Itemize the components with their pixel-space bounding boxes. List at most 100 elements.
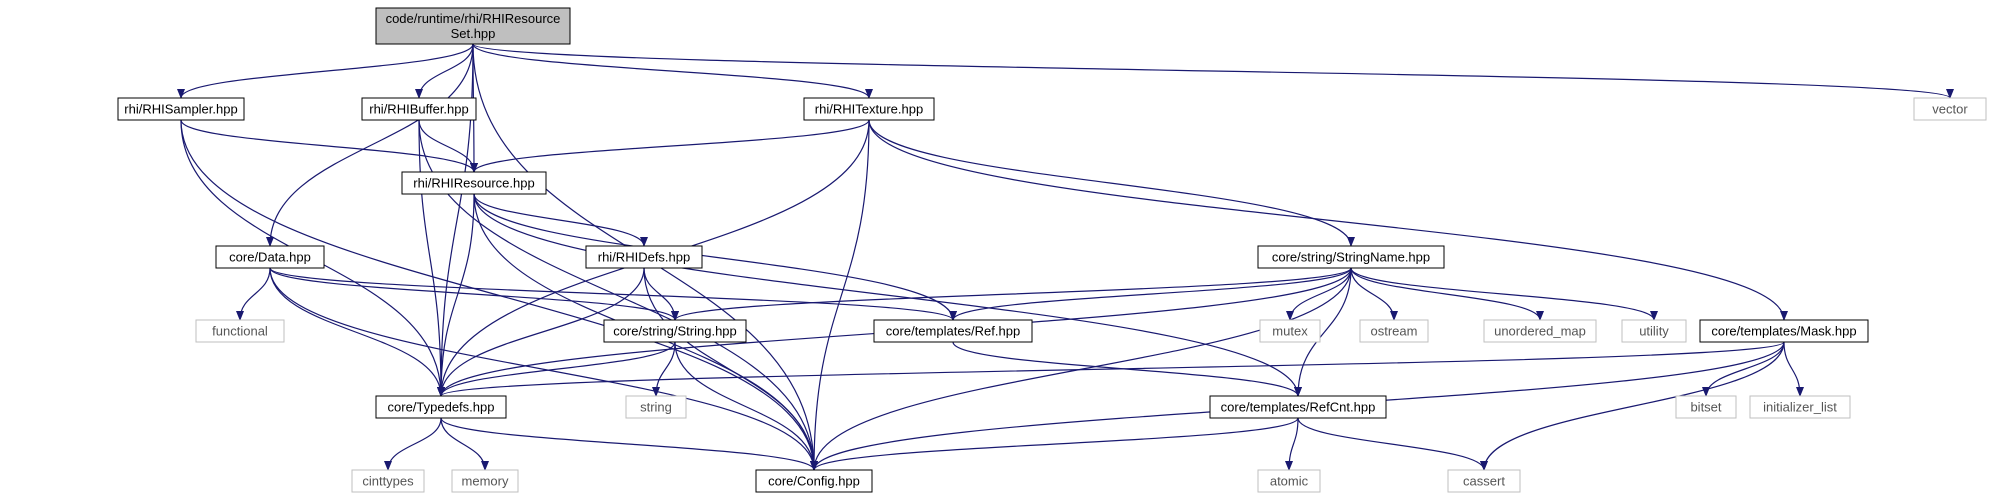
edge-resource-to-typedefs xyxy=(437,193,475,397)
edge-data-to-config xyxy=(269,267,818,471)
edge-refcnt-to-cassert xyxy=(1297,417,1488,471)
edge-mask-to-cassert xyxy=(1480,341,1785,471)
node-box xyxy=(1675,395,1737,419)
node-box xyxy=(1749,395,1851,419)
node-mask[interactable]: core/templates/Mask.hpp xyxy=(1699,319,1869,343)
node-label: rhi/RHIResource.hpp xyxy=(413,176,534,191)
node-cinttypes: cinttypes xyxy=(351,469,425,493)
edge-root-to-sampler xyxy=(177,43,474,99)
node-box xyxy=(585,245,703,269)
node-box xyxy=(361,97,477,121)
edge-texture-to-resource xyxy=(470,119,870,173)
node-label: core/string/StringName.hpp xyxy=(1272,250,1430,265)
node-texture[interactable]: rhi/RHITexture.hpp xyxy=(803,97,935,121)
edge-stringname-to-ostream xyxy=(1350,267,1398,321)
node-buffer[interactable]: rhi/RHIBuffer.hpp xyxy=(361,97,477,121)
edge-texture-to-mask xyxy=(868,119,1788,321)
node-box xyxy=(1621,319,1687,343)
node-box xyxy=(625,395,687,419)
node-typedefs[interactable]: core/Typedefs.hpp xyxy=(375,395,507,419)
edge-root-to-texture xyxy=(472,43,873,99)
node-data[interactable]: core/Data.hpp xyxy=(215,245,325,269)
node-box xyxy=(803,97,935,121)
edge-mask-to-bitset xyxy=(1702,341,1785,397)
node-label: rhi/RHITexture.hpp xyxy=(815,102,923,117)
node-refcnt[interactable]: core/templates/RefCnt.hpp xyxy=(1209,395,1387,419)
node-box xyxy=(603,319,747,343)
edge-mask-to-typedefs xyxy=(437,341,1785,397)
node-box xyxy=(1699,319,1869,343)
node-box xyxy=(375,7,571,45)
node-label: Set.hpp xyxy=(451,26,496,41)
node-functional: functional xyxy=(195,319,285,343)
node-utility: utility xyxy=(1621,319,1687,343)
node-defs[interactable]: rhi/RHIDefs.hpp xyxy=(585,245,703,269)
node-label: string xyxy=(640,400,672,415)
node-box xyxy=(1913,97,1987,121)
node-label: core/Typedefs.hpp xyxy=(388,400,495,415)
node-label: mutex xyxy=(1272,324,1308,339)
edge-texture-to-stringname xyxy=(868,119,1355,247)
edge-root-to-vector xyxy=(472,43,1954,99)
edge-stringname-to-string_hpp xyxy=(671,267,1352,321)
edges-layer xyxy=(177,43,1954,471)
node-cassert: cassert xyxy=(1447,469,1521,493)
node-label: cinttypes xyxy=(362,474,414,489)
node-label: rhi/RHIBuffer.hpp xyxy=(369,102,468,117)
node-ref[interactable]: core/templates/Ref.hpp xyxy=(873,319,1033,343)
edge-typedefs-to-memory xyxy=(440,417,489,471)
node-label: vector xyxy=(1932,102,1968,117)
edge-sampler-to-config xyxy=(180,119,818,471)
node-sampler[interactable]: rhi/RHISampler.hpp xyxy=(117,97,245,121)
edge-stringname-to-config xyxy=(810,267,1352,471)
node-atomic: atomic xyxy=(1257,469,1321,493)
edge-texture-to-config xyxy=(810,119,870,471)
edge-defs-to-typedefs xyxy=(437,267,645,397)
edge-string_hpp-to-config xyxy=(674,341,818,471)
node-box xyxy=(1257,245,1445,269)
node-label: atomic xyxy=(1270,474,1309,489)
node-mutex: mutex xyxy=(1259,319,1321,343)
node-label: core/Config.hpp xyxy=(768,474,860,489)
edge-buffer-to-typedefs xyxy=(418,119,445,397)
edge-stringname-to-utility xyxy=(1350,267,1658,321)
edge-refcnt-to-atomic xyxy=(1285,417,1299,471)
node-resource[interactable]: rhi/RHIResource.hpp xyxy=(401,171,547,195)
node-unordered_map: unordered_map xyxy=(1483,319,1597,343)
node-box xyxy=(375,395,507,419)
node-box xyxy=(215,245,325,269)
node-box xyxy=(195,319,285,343)
node-bitset: bitset xyxy=(1675,395,1737,419)
node-string_hpp[interactable]: core/string/String.hpp xyxy=(603,319,747,343)
node-box xyxy=(351,469,425,493)
node-box xyxy=(1447,469,1521,493)
edge-typedefs-to-config xyxy=(440,417,818,471)
node-label: rhi/RHISampler.hpp xyxy=(124,102,237,117)
node-box xyxy=(1209,395,1387,419)
edge-stringname-to-mutex xyxy=(1286,267,1352,321)
edge-resource-to-ref xyxy=(473,193,957,321)
edge-root-to-buffer xyxy=(415,43,474,99)
node-label: core/templates/Mask.hpp xyxy=(1711,324,1856,339)
node-label: cassert xyxy=(1463,474,1505,489)
node-label: functional xyxy=(212,324,268,339)
node-label: ostream xyxy=(1371,324,1418,339)
edge-stringname-to-unordered_map xyxy=(1350,267,1544,321)
node-label: core/templates/Ref.hpp xyxy=(886,324,1020,339)
node-label: unordered_map xyxy=(1494,324,1586,339)
node-memory: memory xyxy=(451,469,519,493)
edge-string_hpp-to-typedefs xyxy=(437,341,676,397)
edge-stringname-to-refcnt xyxy=(1294,267,1352,397)
node-config[interactable]: core/Config.hpp xyxy=(755,469,873,493)
edge-data-to-functional xyxy=(236,267,271,321)
edge-defs-to-config xyxy=(643,267,818,471)
node-box xyxy=(1483,319,1597,343)
node-label: rhi/RHIDefs.hpp xyxy=(598,250,690,265)
node-string_std: string xyxy=(625,395,687,419)
edge-root-to-typedefs xyxy=(437,43,474,397)
node-stringname[interactable]: core/string/StringName.hpp xyxy=(1257,245,1445,269)
node-box xyxy=(1259,319,1321,343)
